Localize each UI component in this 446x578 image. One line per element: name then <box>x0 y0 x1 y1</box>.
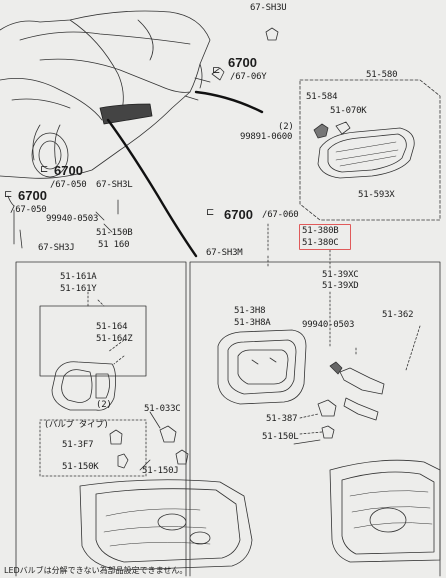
connector-icon: ⊏ <box>206 207 215 218</box>
part-label-67-050-b[interactable]: /67-050 <box>10 205 47 215</box>
part-label-51-161a[interactable]: 51-161A <box>60 272 97 282</box>
side-lamp-drawing <box>299 79 441 221</box>
part-label-51-160[interactable]: 51 160 <box>98 240 130 250</box>
part-label-67-060[interactable]: /67-060 <box>262 210 299 220</box>
part-label-51-033c[interactable]: 51-033C <box>144 404 181 414</box>
rear-lamp-right-drawing <box>329 459 441 563</box>
part-label-51-164z[interactable]: 51-164Z <box>96 334 133 344</box>
part-label-51-3f7[interactable]: 51-3F7 <box>62 440 94 450</box>
part-label-51-3h8a[interactable]: 51-3H8A <box>234 318 271 328</box>
part-label-67-050-a[interactable]: /67-050 <box>50 180 87 190</box>
part-label-51-39xc[interactable]: 51-39XC <box>322 270 359 280</box>
part-label-51-593x[interactable]: 51-593X <box>358 190 395 200</box>
footnote-led: LEDバルブは分解できない為部品設定できません。 <box>4 566 188 575</box>
part-label-51-150j[interactable]: 51-150J <box>142 466 179 476</box>
part-qty-2-upper: (2) <box>278 122 294 132</box>
car-body-drawing <box>0 10 211 179</box>
part-label-6700-top[interactable]: 6700 <box>228 55 257 70</box>
rear-lamp-left-drawing <box>79 479 253 571</box>
part-label-99891-0600[interactable]: 99891-0600 <box>240 132 293 142</box>
part-label-67-sh3l[interactable]: 67-SH3L <box>96 180 133 190</box>
part-label-51-150l[interactable]: 51-150L <box>262 432 299 442</box>
part-label-51-584[interactable]: 51-584 <box>306 92 338 102</box>
part-label-51-164[interactable]: 51-164 <box>96 322 128 332</box>
part-label-51-150k[interactable]: 51-150K <box>62 462 99 472</box>
lamp-gasket-drawing <box>217 329 307 405</box>
part-label-6700-left-1[interactable]: 6700 <box>54 163 83 178</box>
connector-icon: ⊏ <box>40 164 49 175</box>
part-label-99940-0503-a[interactable]: 99940-0503 <box>46 214 99 224</box>
part-label-51-150b[interactable]: 51-150B <box>96 228 133 238</box>
part-label-51-362[interactable]: 51-362 <box>382 310 414 320</box>
part-label-99940-0503-b[interactable]: 99940-0503 <box>302 320 355 330</box>
highlight-box <box>299 224 351 250</box>
part-label-67-sh3m[interactable]: 67-SH3M <box>206 248 243 258</box>
bulb-type-note: (バルブ タイプ) <box>44 420 109 430</box>
part-label-67-sh3u[interactable]: 67-SH3U <box>250 3 287 13</box>
part-label-51-3h8[interactable]: 51-3H8 <box>234 306 266 316</box>
part-label-6700-left-2[interactable]: 6700 <box>18 188 47 203</box>
part-label-51-380b[interactable]: 51-380B <box>302 226 339 236</box>
part-label-51-580[interactable]: 51-580 <box>366 70 398 80</box>
part-label-67-sh3j[interactable]: 67-SH3J <box>38 243 75 253</box>
connector-icon: ⊏ <box>4 189 13 200</box>
part-label-6700-mid[interactable]: 6700 <box>224 207 253 222</box>
part-qty-2-lower: (2) <box>96 400 112 410</box>
part-label-51-161y[interactable]: 51-161Y <box>60 284 97 294</box>
part-label-67-06y[interactable]: /67-06Y <box>230 72 267 82</box>
connector-icon: ⊏ <box>212 65 221 76</box>
part-label-51-39xd[interactable]: 51-39XD <box>322 281 359 291</box>
part-label-51-387[interactable]: 51-387 <box>266 414 298 424</box>
part-label-51-380c[interactable]: 51-380C <box>302 238 339 248</box>
part-label-51-070k[interactable]: 51-070K <box>330 106 367 116</box>
